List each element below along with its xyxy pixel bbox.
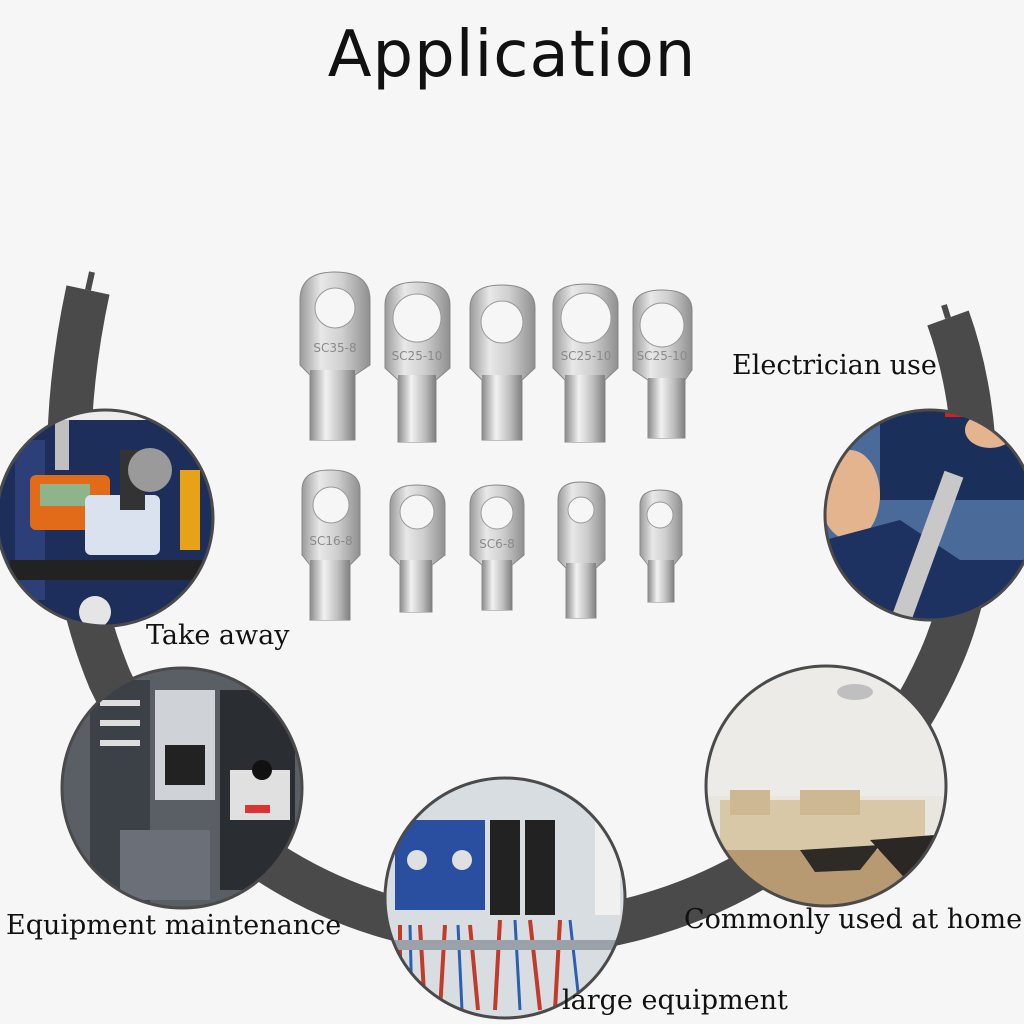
lug [299, 271, 371, 441]
lug [632, 289, 693, 439]
lug [552, 283, 619, 443]
lug [389, 484, 446, 613]
lug-marking: SC25-10 [561, 349, 612, 363]
page-title: Application [327, 18, 697, 92]
cable-lugs [299, 271, 693, 621]
lug-marking: SC6-8 [479, 537, 515, 551]
caption-equipment-maintenance: Equipment maintenance [6, 910, 342, 941]
electrician-photo [825, 410, 1024, 620]
lug [639, 489, 683, 603]
lug [557, 481, 606, 619]
lug [384, 281, 451, 443]
caption-electrician-use: Electrician use [732, 350, 937, 381]
lug [301, 469, 361, 621]
lug-marking: SC16-8 [309, 534, 352, 548]
caption-large-equipment: large equipment [562, 985, 788, 1016]
caption-home-use: Commonly used at home [684, 904, 1023, 935]
lug-marking: SC35-8 [313, 341, 356, 355]
lug-marking: SC25-10 [637, 349, 688, 363]
tool-bag-photo [0, 410, 213, 626]
caption-take-away: Take away [146, 620, 290, 651]
electrical-panel-photo [62, 668, 302, 908]
lug [469, 484, 525, 611]
lug [469, 284, 536, 441]
lug-marking: SC25-10 [392, 349, 443, 363]
